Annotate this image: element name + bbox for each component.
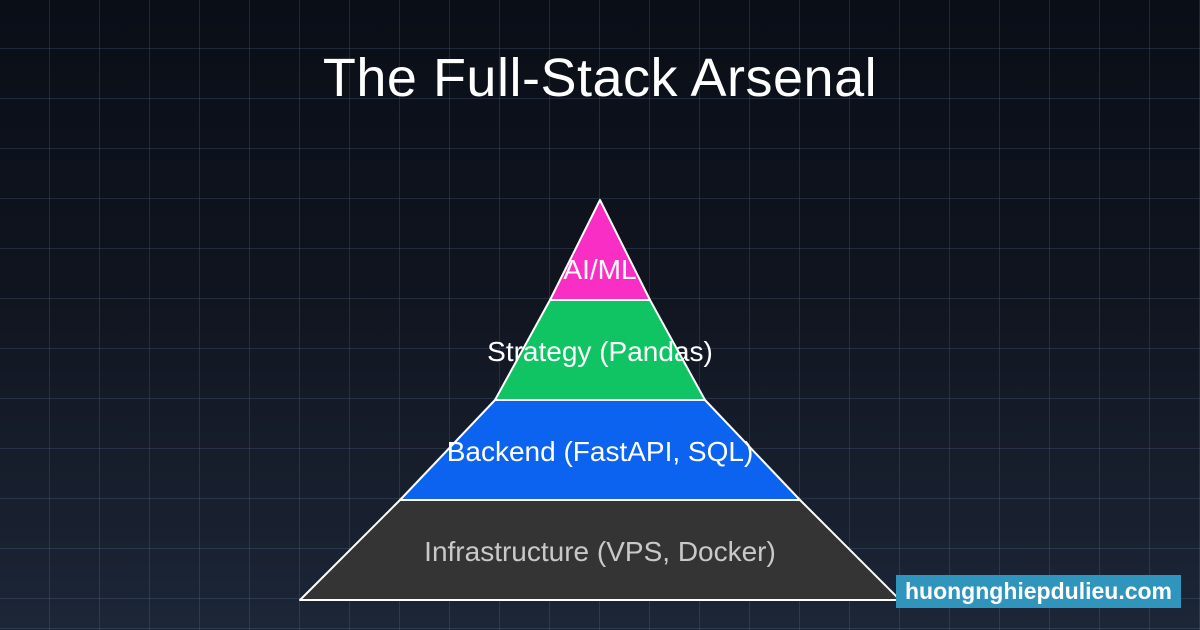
layer-label-infrastructure: Infrastructure (VPS, Docker): [424, 536, 776, 567]
layer-label-backend: Backend (FastAPI, SQL): [446, 436, 754, 467]
layer-label-strategy: Strategy (Pandas): [487, 336, 713, 367]
page-title: The Full-Stack Arsenal: [322, 48, 878, 108]
pyramid-layer-ai-ml: [549, 199, 651, 301]
layer-label-ai-ml: AI/ML: [563, 254, 637, 285]
watermark-badge: huongnghiepdulieu.com: [895, 575, 1181, 608]
